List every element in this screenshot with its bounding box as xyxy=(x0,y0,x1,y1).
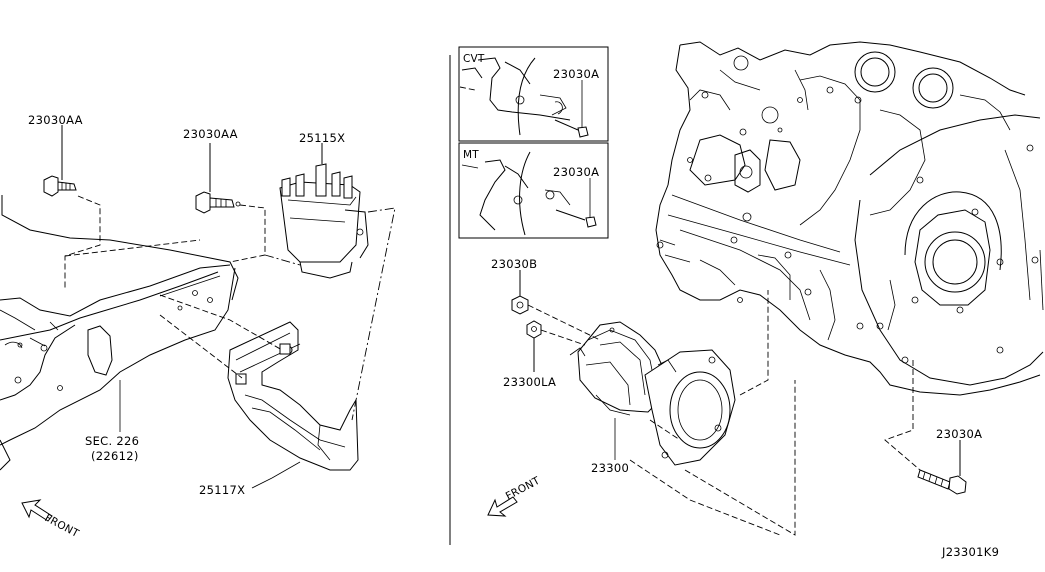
label-front-right: FRONT xyxy=(504,475,543,503)
leader-lines-right xyxy=(527,290,921,536)
nut xyxy=(511,295,529,315)
label-inset-cvt: CVT xyxy=(463,53,485,65)
label-inset-cvt-bolt: 23030A xyxy=(553,67,599,81)
label-bolt-middle: 23030AA xyxy=(183,127,238,141)
label-inset-mt: MT xyxy=(463,149,479,161)
label-inset-mt-bolt: 23030A xyxy=(553,165,599,179)
label-washer-nut: 23300LA xyxy=(503,375,556,389)
label-front-left: FRONT xyxy=(43,512,82,540)
leader-lines-left xyxy=(64,195,396,421)
label-section-sub: (22612) xyxy=(91,449,139,463)
relay-unit xyxy=(279,163,369,279)
relay-bracket xyxy=(227,321,359,471)
flywheel-housing xyxy=(854,114,1044,386)
label-bolt-left: 23030AA xyxy=(28,113,83,127)
bolt-middle xyxy=(195,191,241,214)
label-relay: 25115X xyxy=(299,131,345,145)
label-starter: 23300 xyxy=(591,461,629,475)
inset-cvt xyxy=(458,46,609,142)
bolt-right xyxy=(917,469,967,495)
label-bracket: 25117X xyxy=(199,483,245,497)
front-arrow-right-icon xyxy=(487,496,518,517)
washer-nut xyxy=(526,320,542,339)
front-arrow-left-icon xyxy=(21,499,53,522)
label-nut: 23030B xyxy=(491,257,537,271)
label-bolt-right: 23030A xyxy=(936,427,982,441)
frame-crossmember xyxy=(0,195,239,471)
label-section-ref: SEC. 226 xyxy=(85,434,139,448)
engine-block xyxy=(655,41,1041,396)
inset-mt xyxy=(458,142,609,239)
drawing-number: J23301K9 xyxy=(941,545,999,559)
bolt-left xyxy=(43,175,77,197)
starter-motor xyxy=(569,321,736,466)
